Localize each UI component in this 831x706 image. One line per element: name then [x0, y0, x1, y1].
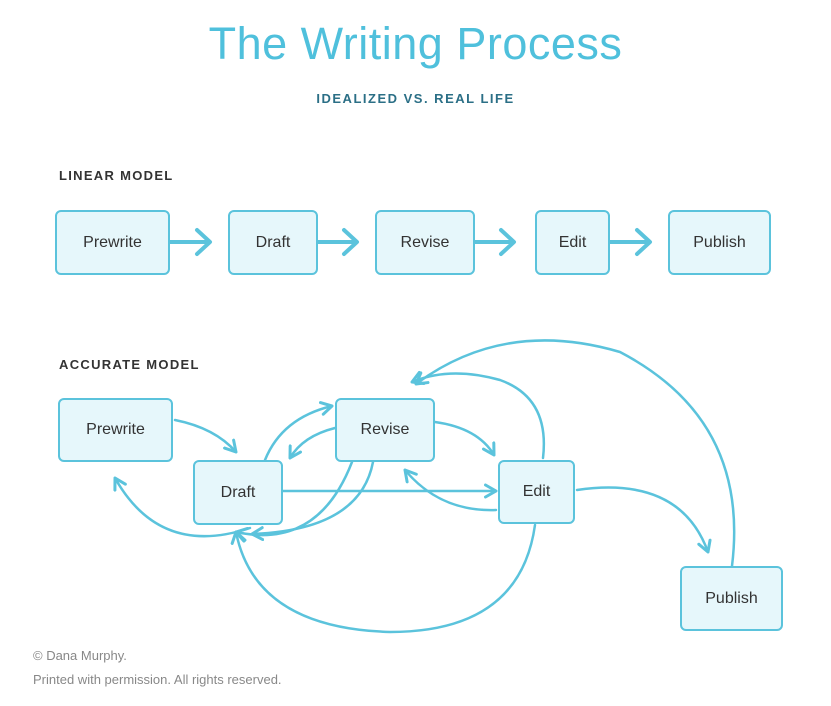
accurate-node-draft: Draft [193, 460, 283, 525]
linear-arrow-edit-publish [608, 228, 652, 256]
accurate-model-heading: ACCURATE MODEL [59, 357, 200, 372]
linear-step-publish: Publish [668, 210, 771, 275]
linear-arrow-prewrite-draft [168, 228, 212, 256]
arrow-draft-to-prewrite [113, 476, 252, 538]
accurate-node-revise: Revise [335, 398, 435, 462]
linear-arrow-revise-edit [473, 228, 516, 256]
arrow-publish-to-revise [414, 339, 736, 568]
linear-model-heading: LINEAR MODEL [59, 168, 174, 183]
diagram-subtitle: IDEALIZED VS. REAL LIFE [316, 91, 515, 106]
accurate-arrows [113, 339, 736, 634]
arrow-revise-to-draft-lower [250, 460, 375, 542]
footer-copyright: © Dana Murphy. [33, 648, 127, 663]
diagram-title: The Writing Process [208, 18, 623, 69]
linear-step-prewrite: Prewrite [55, 210, 170, 275]
arrow-draft-to-revise-upper [263, 401, 334, 462]
arrow-edit-to-draft-loop [230, 523, 537, 634]
linear-step-revise: Revise [375, 210, 475, 275]
accurate-node-publish: Publish [680, 566, 783, 631]
linear-step-draft: Draft [228, 210, 318, 275]
arrow-revise-to-edit [433, 420, 496, 457]
arrow-prewrite-to-draft [173, 418, 238, 454]
linear-arrows [168, 228, 652, 256]
arrow-revise-to-draft [288, 426, 337, 460]
arrow-edit-to-revise [403, 468, 498, 512]
arrow-revise-to-draft-bottom [234, 460, 354, 542]
linear-arrow-draft-revise [316, 228, 359, 256]
arrow-edit-to-revise-loop [410, 370, 546, 460]
accurate-node-edit: Edit [498, 460, 575, 524]
linear-step-edit: Edit [535, 210, 610, 275]
arrow-edit-to-publish [575, 486, 712, 554]
footer-permission: Printed with permission. All rights rese… [33, 672, 282, 687]
accurate-node-prewrite: Prewrite [58, 398, 173, 462]
